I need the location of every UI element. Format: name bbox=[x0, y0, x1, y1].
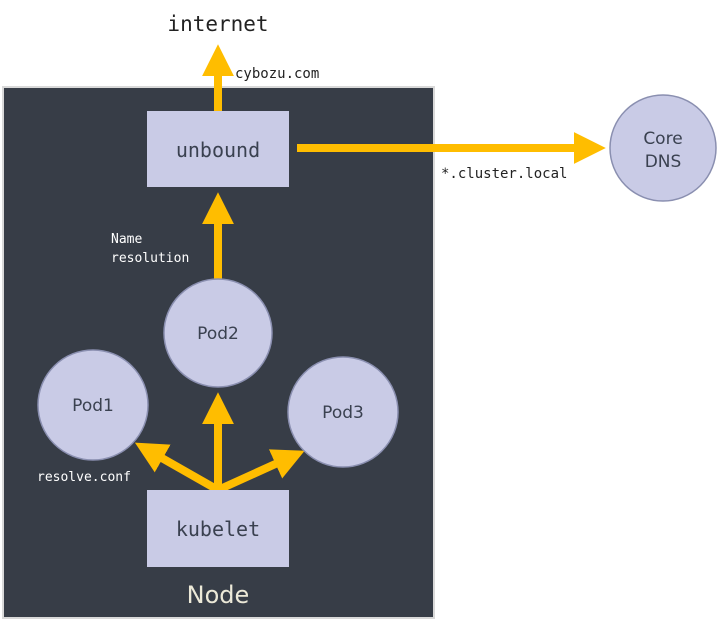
arrow-kubelet-to-pod3 bbox=[216, 449, 305, 494]
unbound-box bbox=[147, 111, 289, 187]
coredns-circle bbox=[609, 94, 717, 202]
pod3-label: Pod3 bbox=[322, 403, 364, 423]
resolve-conf-label: resolve.conf bbox=[37, 470, 131, 485]
kubelet-box bbox=[147, 490, 289, 567]
cluster-local-label: *.cluster.local bbox=[441, 166, 567, 182]
coredns-label-line2: DNS bbox=[645, 152, 682, 172]
coredns-label-line1: Core bbox=[643, 129, 682, 149]
pod3-circle bbox=[287, 356, 399, 468]
pod2-circle bbox=[163, 278, 273, 388]
name-resolution-label-line1: Name bbox=[111, 232, 142, 247]
pod1-label: Pod1 bbox=[72, 396, 114, 416]
node-label: Node bbox=[187, 581, 250, 609]
internet-label: internet bbox=[167, 12, 268, 36]
pod1-circle bbox=[37, 349, 149, 461]
pod2-label: Pod2 bbox=[197, 324, 239, 344]
unbound-label: unbound bbox=[176, 138, 260, 162]
name-resolution-label-line2: resolution bbox=[111, 251, 189, 266]
arrow-kubelet-to-pod1 bbox=[134, 442, 220, 494]
kubelet-label: kubelet bbox=[176, 517, 260, 541]
cybozu-label: cybozu.com bbox=[235, 66, 319, 82]
